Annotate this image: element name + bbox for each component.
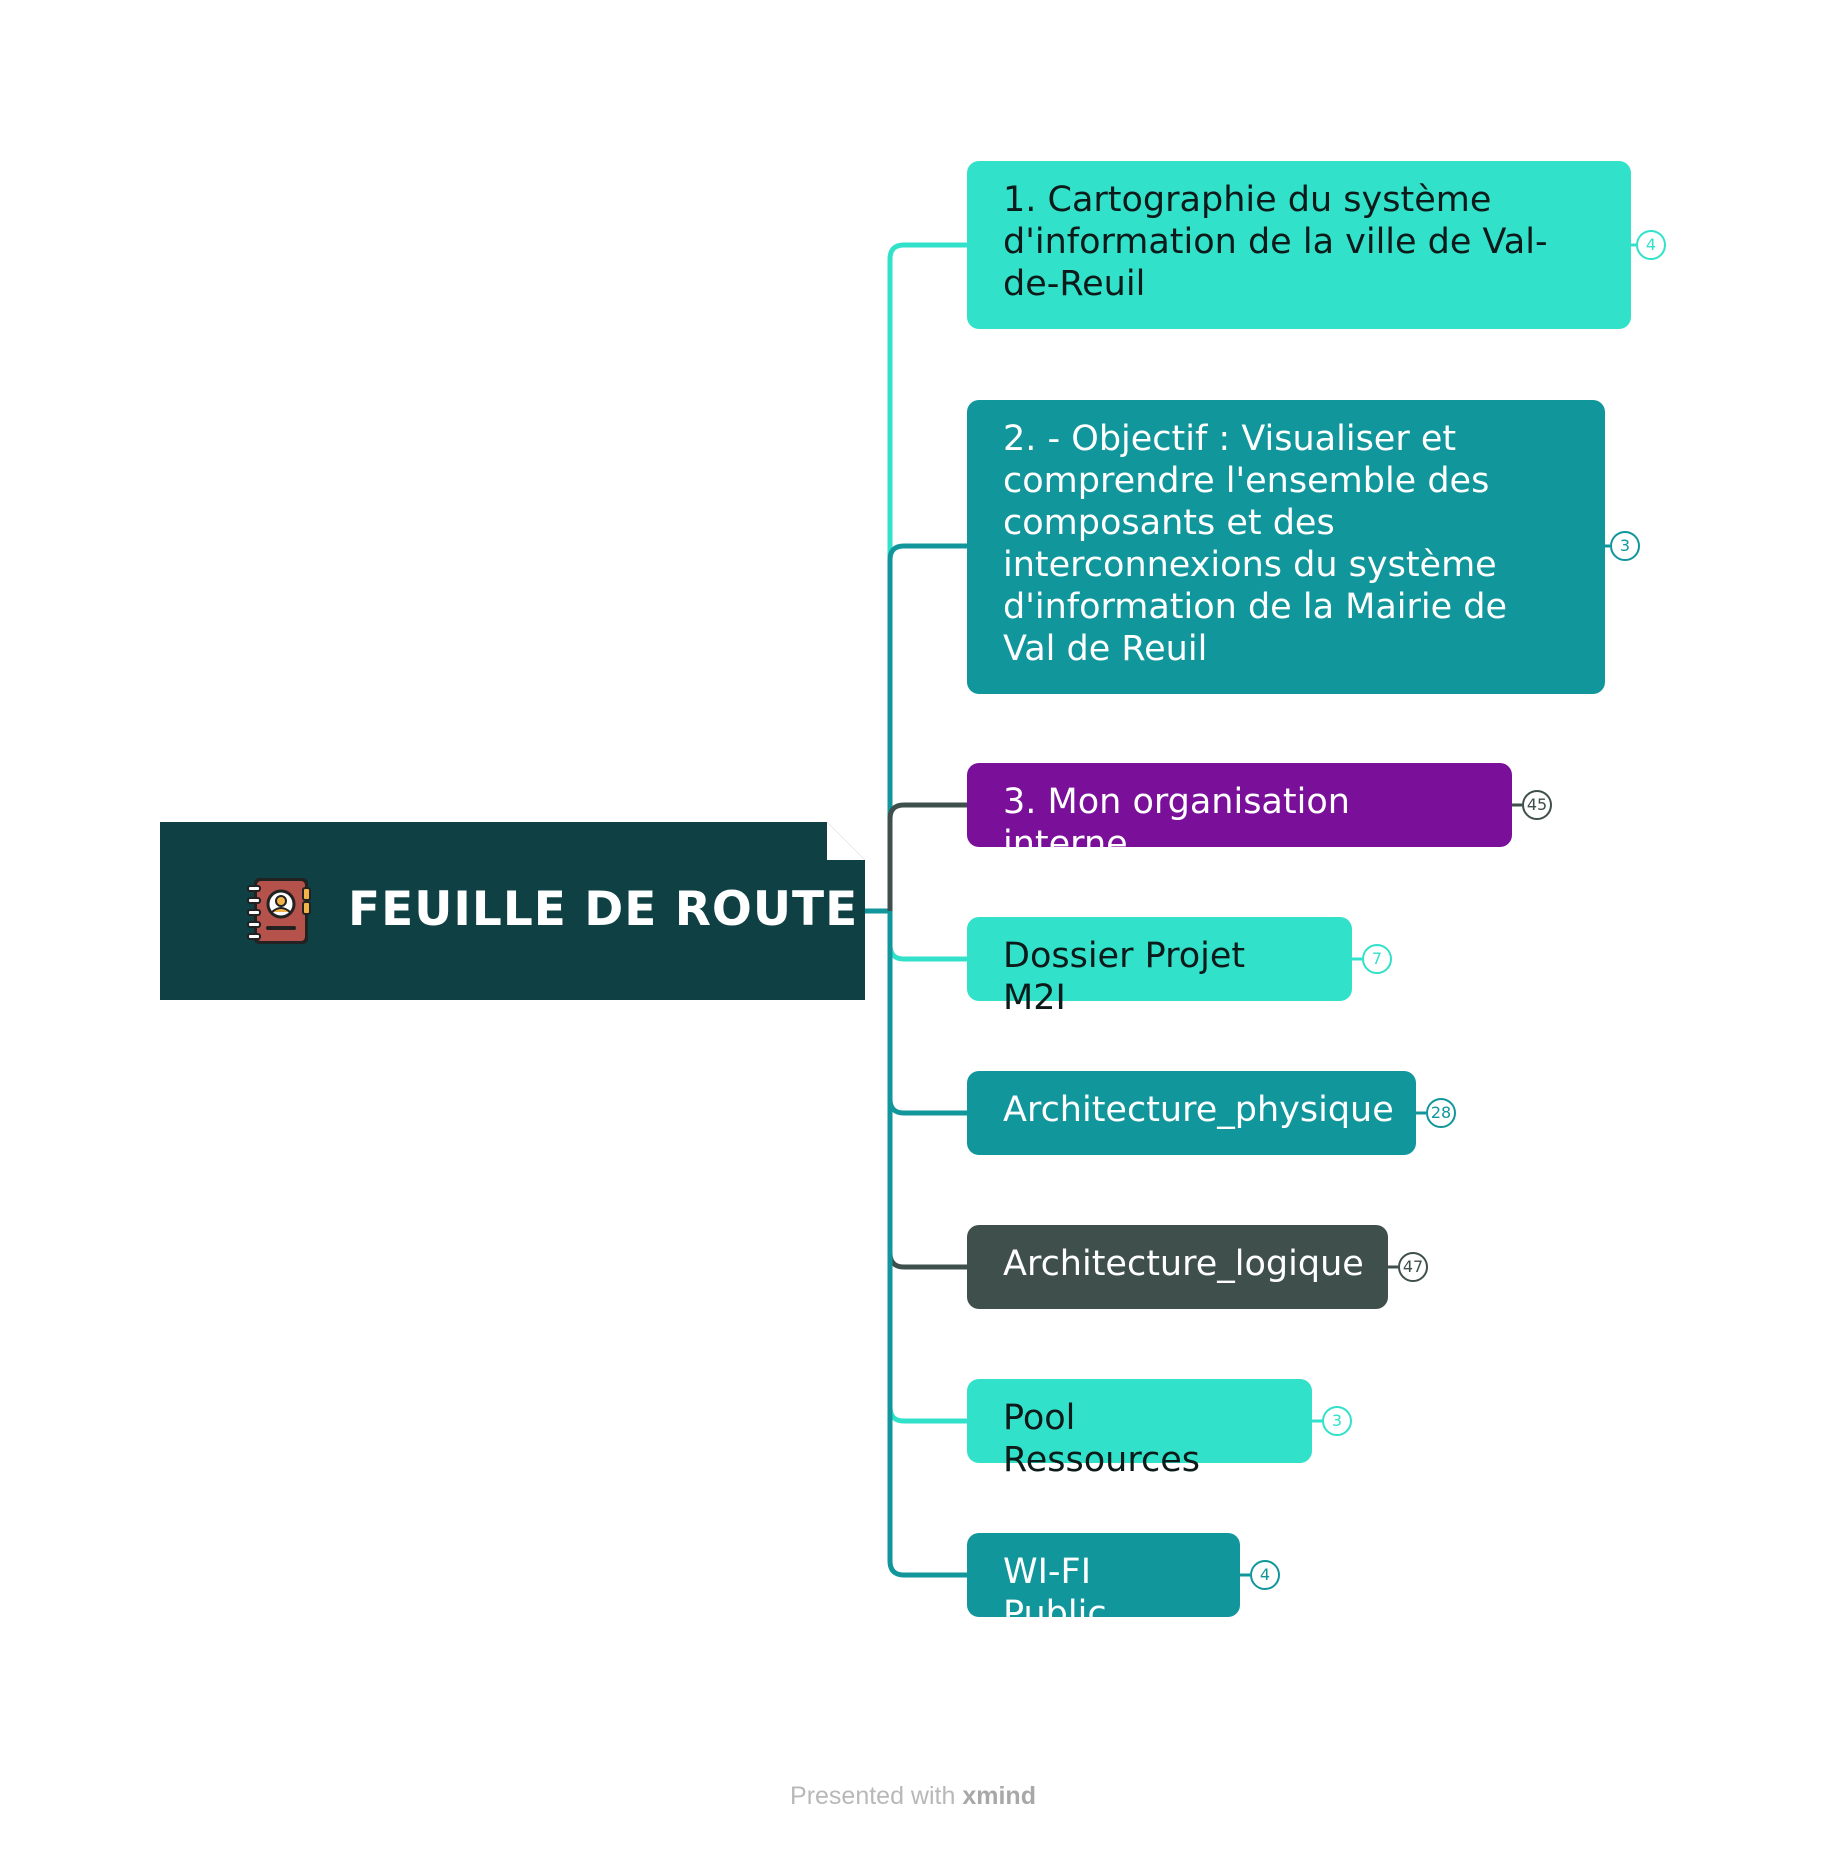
connector-architecture-physique bbox=[887, 911, 967, 1116]
connector-architecture-logique bbox=[887, 911, 967, 1270]
contact-notebook-icon bbox=[240, 870, 320, 950]
footer-attribution: Presented with xmind bbox=[0, 1782, 1826, 1811]
connector-pool-ressources bbox=[887, 911, 967, 1424]
topic-dossier-projet[interactable]: Dossier Projet M2I bbox=[967, 917, 1352, 1018]
topic-label: Architecture_physique bbox=[1003, 1090, 1394, 1130]
connector-dossier-projet bbox=[887, 911, 967, 962]
topic-count-badge[interactable]: 4 bbox=[1250, 1560, 1280, 1590]
topic-label: Architecture_logique bbox=[1003, 1244, 1364, 1284]
connector-objectif bbox=[887, 543, 967, 911]
connector-cartographie bbox=[887, 242, 967, 911]
topic-count-badge[interactable]: 47 bbox=[1398, 1252, 1428, 1282]
xmind-logo: xmind bbox=[962, 1782, 1036, 1810]
connector-wifi-public bbox=[887, 911, 967, 1578]
topic-objectif[interactable]: 2. - Objectif : Visualiser et comprendre… bbox=[967, 400, 1605, 694]
topic-count-badge[interactable]: 45 bbox=[1522, 790, 1552, 820]
central-topic-title: FEUILLE DE ROUTE bbox=[348, 882, 859, 937]
topic-count-badge[interactable]: 4 bbox=[1636, 230, 1666, 260]
topic-label: 3. Mon organisation interne bbox=[1003, 782, 1350, 864]
topic-label: Pool Ressources bbox=[1003, 1398, 1200, 1480]
topic-architecture-physique[interactable]: Architecture_physique bbox=[967, 1071, 1416, 1155]
topic-cartographie[interactable]: 1. Cartographie du système d'information… bbox=[967, 161, 1631, 329]
topic-architecture-logique[interactable]: Architecture_logique bbox=[967, 1225, 1388, 1309]
topic-pool-ressources[interactable]: Pool Ressources bbox=[967, 1379, 1312, 1480]
topic-label: 1. Cartographie du système d'information… bbox=[1003, 180, 1548, 304]
topic-wifi-public[interactable]: WI-FI Public bbox=[967, 1533, 1240, 1634]
topic-count-badge[interactable]: 28 bbox=[1426, 1098, 1456, 1128]
topic-label: Dossier Projet M2I bbox=[1003, 936, 1246, 1018]
topic-count-badge[interactable]: 7 bbox=[1362, 944, 1392, 974]
footer-prefix: Presented with bbox=[790, 1782, 956, 1810]
connector-organisation bbox=[887, 802, 967, 911]
topic-count-badge[interactable]: 3 bbox=[1610, 531, 1640, 561]
topic-organisation[interactable]: 3. Mon organisation interne bbox=[967, 763, 1512, 864]
topic-count-badge[interactable]: 3 bbox=[1322, 1406, 1352, 1436]
topic-label: 2. - Objectif : Visualiser et comprendre… bbox=[1003, 419, 1508, 669]
topic-label: WI-FI Public bbox=[1003, 1552, 1107, 1634]
